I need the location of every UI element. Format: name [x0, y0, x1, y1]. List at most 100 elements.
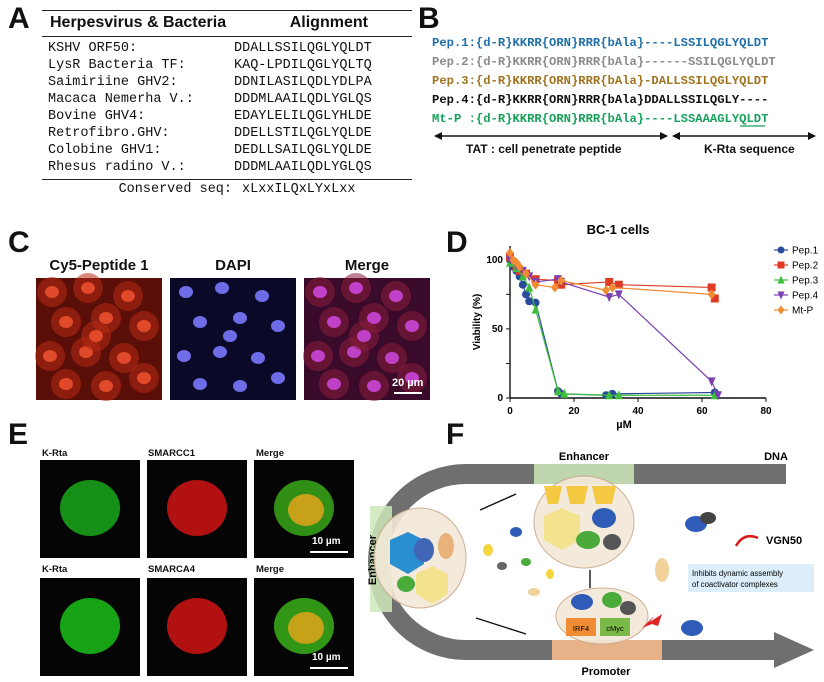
x-tick-label: 20: [568, 406, 580, 417]
panel-label-a: A: [8, 2, 30, 35]
data-point: [515, 261, 524, 272]
complex-top-green: [576, 531, 600, 549]
species-sequence: DEDLLSAILQGLYQLDE: [234, 143, 372, 158]
e-image-r1-krta: [40, 460, 140, 558]
alignment-row: KSHV ORF50:DDALLSSILQGLYQLDT: [42, 40, 412, 57]
cell-nucleus: [179, 286, 193, 298]
cell-nucleus: [99, 380, 113, 392]
e-scale-label-1: 10 µm: [312, 536, 341, 547]
data-point: [518, 280, 527, 289]
data-point: [605, 293, 614, 303]
c-title-cy5: Cy5-Peptide 1: [49, 257, 149, 274]
data-point: [550, 282, 559, 293]
c-scale-label: 20 µm: [392, 377, 424, 389]
species-name: Saimiriine GHV2:: [48, 75, 178, 90]
data-point: [707, 283, 716, 292]
krta-label: K-Rta sequence: [704, 142, 795, 156]
data-point: [605, 277, 614, 286]
series-line: [509, 262, 715, 396]
cell-nucleus: [99, 312, 113, 324]
cell-nucleus: [327, 378, 341, 390]
e-title-r1-krta: K-Rta: [42, 448, 68, 459]
legend-marker: [777, 275, 785, 284]
panel-label-e: E: [8, 418, 29, 451]
data-point: [614, 390, 623, 400]
cell-nucleus: [59, 316, 73, 328]
e-title-r1-smarcc1: SMARCC1: [148, 448, 195, 459]
cell-overlap: [288, 494, 324, 526]
series-line: [509, 259, 719, 396]
data-point: [614, 290, 623, 300]
x-tick-label: 80: [760, 406, 772, 417]
species-sequence: DDALLSSILQGLYQLDT: [234, 41, 372, 56]
cell-nucleus: [137, 372, 151, 384]
peptide-complex-1b: [700, 512, 716, 524]
x-tick-label: 60: [696, 406, 708, 417]
e-scale-label-2: 10 µm: [312, 652, 341, 663]
legend-label: Mt-P: [792, 306, 813, 317]
alignment-header: Herpesvirus & Bacteria Alignment: [42, 10, 412, 37]
cell-nucleus: [311, 350, 325, 362]
species-sequence: DDDMLAAILQDLYGLQS: [234, 92, 372, 107]
alignment-row: Retrofibro.GHV:DDELLSTILQGLYQLDE: [42, 125, 412, 142]
alignment-row: Bovine GHV4:EDAYLELILQGLYHLDE: [42, 108, 412, 125]
c-scale-bar: [394, 392, 422, 394]
data-point: [531, 279, 540, 290]
krta-arrow-left-head: [672, 132, 680, 140]
tat-label: TAT : cell penetrate peptide: [466, 142, 622, 156]
complex-left-green: [397, 576, 415, 592]
cell-nucleus: [117, 352, 131, 364]
e-title-r2-merge: Merge: [256, 564, 284, 575]
cell-nucleus: [405, 372, 419, 384]
inhibit-note-line2: of coactivator complexes: [692, 580, 778, 589]
species-sequence: DDDMLAAILQDLYGLQS: [234, 160, 372, 175]
cell-nucleus: [251, 352, 265, 364]
data-point: [525, 297, 534, 306]
inhibition-arrow: [642, 614, 662, 628]
x-axis-label: µM: [616, 419, 632, 431]
legend-marker: [777, 261, 785, 269]
cell-nucleus: [271, 372, 285, 384]
legend-label: Pep.2: [792, 261, 819, 272]
peptide-complex-2: [655, 558, 669, 582]
free-protein-tan: [528, 588, 540, 596]
complex-top-blue: [592, 508, 616, 528]
species-name: Colobine GHV1:: [48, 143, 162, 158]
e-title-r2-krta: K-Rta: [42, 564, 68, 575]
irf4-box: [566, 618, 596, 636]
tat-arrow-right-head: [660, 132, 668, 140]
cell-nucleus: [223, 330, 237, 342]
e-image-r1-smarcc1: [147, 460, 247, 558]
data-point: [707, 289, 716, 300]
data-point: [522, 268, 530, 279]
c-image-dapi: [170, 278, 296, 400]
complex-promoter-green: [602, 592, 622, 608]
cell-nucleus: [385, 352, 399, 364]
panel-label-b: B: [418, 2, 440, 35]
data-point: [554, 386, 562, 396]
alignment-row: Rhesus radino V.:DDDMLAAILQDLYGLQS: [42, 159, 412, 176]
species-name: Macaca Nemerha V.:: [48, 92, 194, 107]
free-protein-grey: [497, 562, 507, 570]
data-point: [525, 282, 534, 292]
data-point: [509, 254, 518, 265]
data-point: [614, 280, 623, 289]
legend-label: Pep.1: [792, 246, 819, 257]
data-point: [710, 294, 719, 303]
cell-signal: [167, 480, 227, 536]
cell-nucleus: [45, 286, 59, 298]
header-species: Herpesvirus & Bacteria: [50, 14, 227, 31]
peptide-sequence-line: Pep.3:{d-R}KKRR{ORN}RRR{bAla}-DALLSSILQG…: [432, 74, 769, 88]
data-point: [531, 304, 540, 314]
irf4-label: IRF4: [573, 624, 589, 633]
data-point: [560, 388, 569, 398]
c-image-cy5: [35, 273, 162, 401]
cell-nucleus: [405, 320, 419, 332]
data-point: [707, 377, 716, 387]
cell-nucleus: [193, 316, 207, 328]
data-point: [518, 271, 527, 281]
promoter-region: [552, 640, 662, 660]
cell-nucleus: [233, 312, 247, 324]
complex-top-grey: [603, 534, 621, 550]
alignment-row: Colobine GHV1: DEDLLSAILQGLYQLDE: [42, 142, 412, 159]
